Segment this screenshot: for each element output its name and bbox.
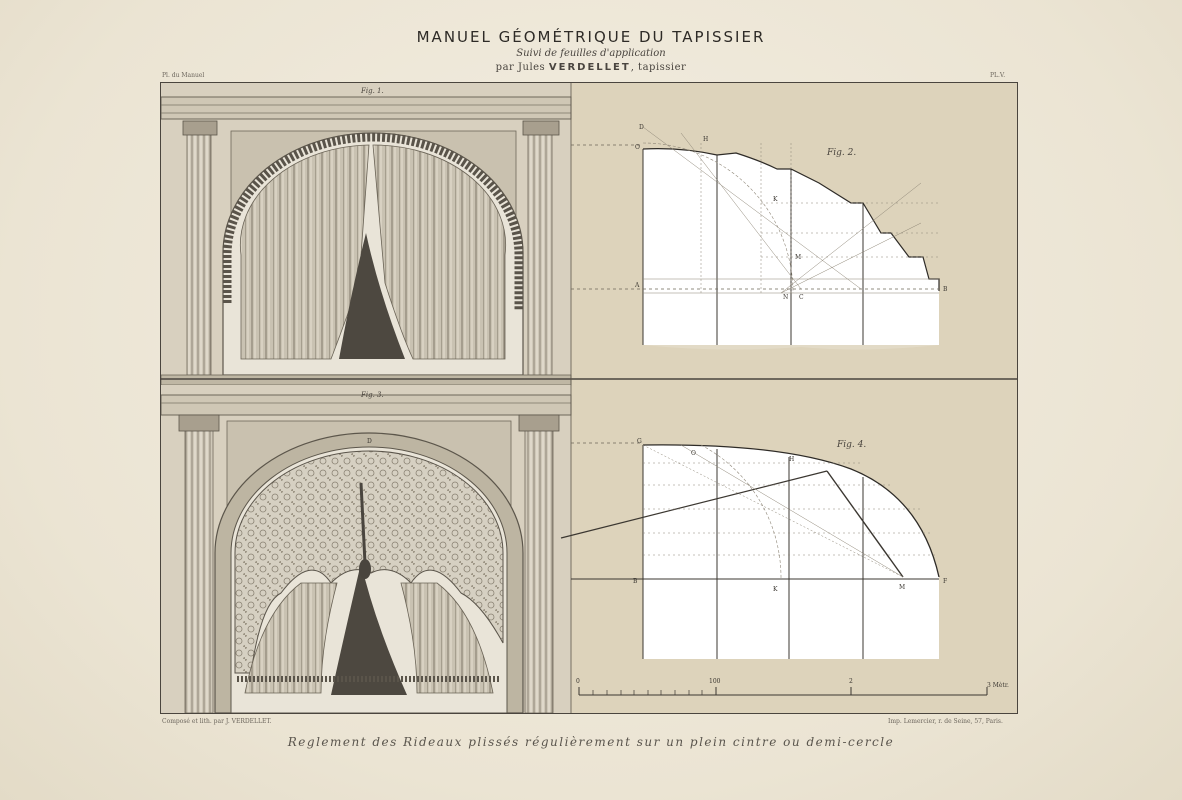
fig2-letter-k: K	[773, 196, 778, 203]
scale-label-end: 3 Mètr.	[987, 682, 1009, 689]
credit-left: Composé et lith. par J. VERDELLET.	[162, 718, 272, 725]
page-title: MANUEL GÉOMÉTRIQUE DU TAPISSIER	[416, 28, 766, 46]
corner-label-right: PL.V.	[990, 72, 1006, 79]
plate-caption: Reglement des Rideaux plissés régulièrem…	[287, 735, 895, 749]
scale-label-mid: 100	[709, 678, 721, 685]
fig4-diagram	[560, 442, 940, 659]
fig4-letter-o: O	[691, 450, 696, 457]
fig1-architecture	[161, 83, 572, 386]
fig4-letter-g: G	[637, 438, 642, 445]
scale-label-mid2: 2	[849, 678, 853, 685]
fig2-label: Fig. 2.	[826, 148, 856, 158]
fig2-diagram	[571, 126, 940, 350]
scale-label-start: 0	[576, 678, 580, 685]
fig2-letter-b: B	[943, 286, 948, 293]
fig4-label: Fig. 4.	[836, 440, 866, 450]
scale-bar	[578, 687, 988, 696]
fig2-letter-n: N	[783, 294, 788, 301]
fig4-letter-m: M	[899, 584, 905, 591]
plate-illustration: Fig. 1. Fig. 2. Fig. 3. Fig. 4. D O H A …	[161, 83, 1017, 713]
fig4-letter-f: F	[943, 578, 947, 585]
author-suffix: , tapissier	[630, 62, 687, 73]
author-prefix: par Jules	[495, 62, 546, 73]
fig2-letter-h: H	[703, 136, 708, 143]
fig2-letter-c: C	[799, 294, 804, 301]
author-line: par Jules VERDELLET, tapissier	[0, 62, 1182, 73]
fig3-letter-d: D	[367, 438, 372, 445]
fig2-letter-a: A	[634, 282, 640, 289]
fig2-letter-d: D	[639, 124, 644, 131]
fig3-architecture	[161, 385, 572, 713]
fig2-letter-m: M	[795, 254, 801, 261]
fig4-letter-k: K	[773, 586, 778, 593]
fig2-letter-o: O	[635, 144, 640, 151]
fig1-label: Fig. 1.	[360, 87, 384, 95]
page-subtitle: Suivi de feuilles d'application	[516, 48, 666, 59]
fig3-label: Fig. 3.	[360, 391, 384, 399]
author-name: VERDELLET	[548, 62, 631, 73]
credit-right: Imp. Lemercier, r. de Seine, 57, Paris.	[888, 718, 1003, 725]
fig4-letter-b: B	[633, 578, 638, 585]
fig4-letter-h: H	[789, 456, 794, 463]
corner-label-left: Pl. du Manuel	[162, 72, 205, 79]
